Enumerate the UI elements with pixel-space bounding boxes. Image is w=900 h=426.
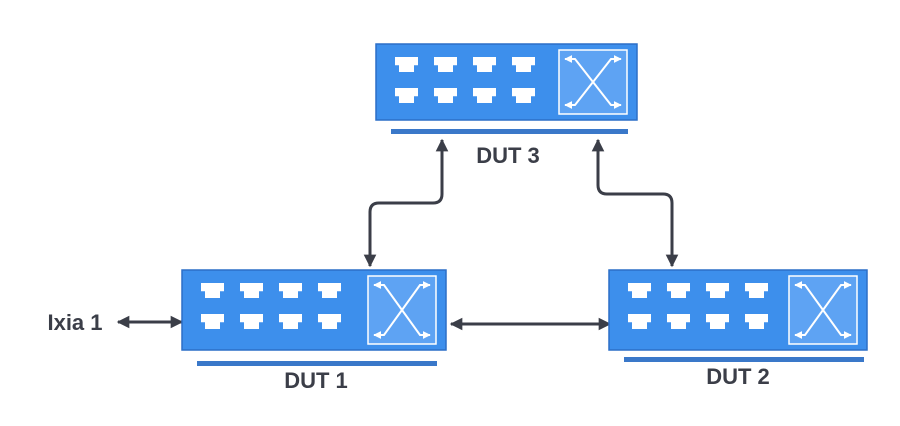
- ethernet-port-icon: [201, 283, 224, 298]
- ethernet-port-icon: [706, 283, 729, 298]
- ethernet-port-icon: [240, 314, 263, 329]
- ethernet-port-icon: [512, 88, 535, 103]
- switch-dut2: [608, 269, 868, 362]
- ethernet-port-icon: [318, 283, 341, 298]
- ethernet-port-icon: [201, 314, 224, 329]
- ixia-label: Ixia 1: [47, 310, 102, 335]
- ethernet-port-icon: [628, 283, 651, 298]
- switch-base-bar: [391, 129, 628, 134]
- crossbar-arrow: [373, 281, 431, 339]
- link-dut3-dut2: [591, 138, 679, 268]
- ethernet-port-icon: [473, 88, 496, 103]
- ethernet-port-icon: [279, 283, 302, 298]
- ethernet-port-icon: [667, 283, 690, 298]
- ethernet-port-icon: [279, 314, 302, 329]
- dut3-label: DUT 3: [476, 143, 540, 168]
- ethernet-port-icon: [395, 88, 418, 103]
- ethernet-port-icon: [240, 283, 263, 298]
- dut2-label: DUT 2: [706, 364, 770, 389]
- crossbar-arrow: [794, 281, 852, 339]
- ethernet-port-icon: [434, 88, 457, 103]
- ethernet-port-icon: [745, 314, 768, 329]
- dut1-label: DUT 1: [284, 368, 348, 393]
- links: [116, 138, 679, 331]
- ethernet-port-icon: [745, 283, 768, 298]
- ethernet-port-icon: [434, 57, 457, 72]
- ethernet-port-icon: [512, 57, 535, 72]
- ethernet-port-icon: [318, 314, 341, 329]
- switch-dut3: [375, 43, 638, 134]
- link-dut1-dut3: [363, 138, 449, 268]
- ethernet-port-icon: [706, 314, 729, 329]
- crossbar-arrow: [564, 55, 622, 109]
- ethernet-port-icon: [473, 57, 496, 72]
- ethernet-port-icon: [628, 314, 651, 329]
- switch-base-bar: [197, 361, 437, 366]
- switch-base-bar: [624, 357, 864, 362]
- ethernet-port-icon: [667, 314, 690, 329]
- switch-dut1: [181, 269, 447, 366]
- ethernet-port-icon: [395, 57, 418, 72]
